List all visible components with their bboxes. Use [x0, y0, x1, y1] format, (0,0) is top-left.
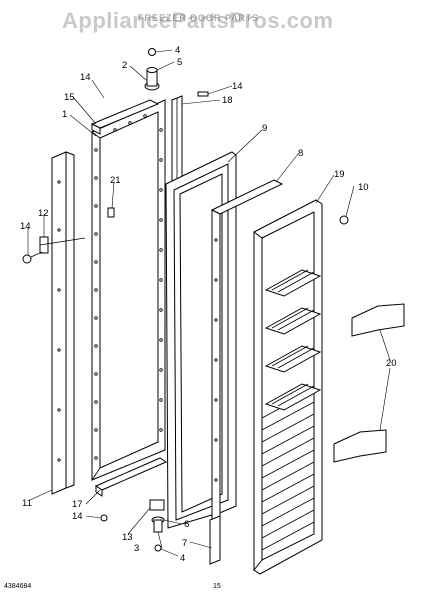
callout-14-a: 14 — [80, 72, 91, 83]
callout-2: 2 — [122, 60, 127, 71]
part-20-shelf-end-cap — [333, 303, 405, 463]
leader-lines — [27, 49, 391, 557]
part-21-clip — [107, 207, 115, 218]
callout-4-bottom: 4 — [180, 553, 185, 564]
footer-doc-number: 4384684 — [4, 583, 31, 590]
part-11-trim-strip — [51, 151, 75, 495]
callout-14-b: 14 — [232, 81, 243, 92]
callout-14-d: 14 — [72, 511, 83, 522]
part-8-liner-strip — [210, 179, 284, 541]
callout-19: 19 — [334, 169, 345, 180]
callout-18: 18 — [222, 95, 233, 106]
callout-21: 21 — [110, 175, 121, 186]
callout-5: 5 — [177, 57, 182, 68]
callout-4-top: 4 — [175, 45, 180, 56]
callout-13: 13 — [122, 532, 133, 543]
callout-15: 15 — [64, 92, 75, 103]
callout-3: 3 — [134, 543, 139, 554]
callout-17: 17 — [72, 499, 83, 510]
part-7-bottom-trim — [209, 515, 221, 565]
callout-labels: 1 2 3 4 4 5 6 7 8 9 10 11 12 13 14 14 14… — [20, 45, 397, 564]
part-10-screw — [339, 215, 349, 225]
part-1-door-panel — [91, 99, 166, 482]
door-wire-shelves — [264, 269, 322, 411]
watermark-text: AppliancePartsPros.com — [62, 8, 333, 33]
callout-11: 11 — [22, 498, 32, 509]
part-19-door-liner — [253, 199, 323, 575]
part-13-bottom-hinge — [100, 499, 165, 552]
diagram-title: FREEZER DOOR PARTS — [138, 13, 259, 23]
part-2-hinge-bushing — [144, 48, 160, 91]
callout-12: 12 — [38, 208, 49, 219]
part-12-hinge-pin — [22, 236, 86, 264]
callout-9: 9 — [262, 123, 267, 134]
footer-page-number: 15 — [213, 583, 221, 590]
callout-8: 8 — [298, 148, 303, 159]
part-15-top-hinge-plate — [90, 99, 160, 135]
callout-6: 6 — [184, 519, 189, 530]
part-14-screw-top — [197, 91, 209, 97]
callout-10: 10 — [358, 182, 369, 193]
callout-14-c: 14 — [20, 221, 31, 232]
callout-1: 1 — [62, 109, 67, 120]
callout-7: 7 — [182, 538, 187, 549]
callout-20: 20 — [386, 358, 397, 369]
